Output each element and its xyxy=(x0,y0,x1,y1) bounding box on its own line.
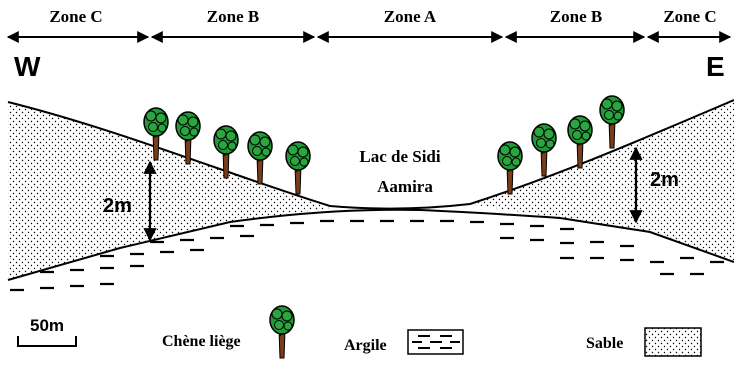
sand-layer-west xyxy=(8,102,330,280)
sand-layer-east xyxy=(470,100,734,262)
scale-bar-label: 50m xyxy=(30,316,64,335)
legend-sand-label: Sable xyxy=(586,335,623,352)
sand-pattern-icon xyxy=(644,327,702,357)
depth-label-west: 2m xyxy=(103,195,132,217)
zone-label-a: Zone A xyxy=(384,7,437,26)
legend-cork-oak-tree-icon xyxy=(269,305,295,359)
clay-layer xyxy=(10,219,724,292)
cork-oak-tree-icon xyxy=(531,123,557,177)
legend-clay-label: Argile xyxy=(344,337,387,354)
cork-oak-tree-icon xyxy=(285,141,311,195)
zone-label-b-east: Zone B xyxy=(550,7,602,26)
zone-label-b-west: Zone B xyxy=(207,7,259,26)
cork-oak-tree-icon xyxy=(247,131,273,185)
scale-bar: 50m xyxy=(17,316,77,347)
zone-label-c-west: Zone C xyxy=(49,7,102,26)
lake-label-line1: Lac de Sidi xyxy=(359,147,441,166)
zone-label-c-east: Zone C xyxy=(663,7,716,26)
west-label: W xyxy=(14,51,41,82)
lake-label-line2: Aamira xyxy=(377,177,433,196)
clay-pattern-icon xyxy=(407,329,464,355)
terrain-surface-line xyxy=(7,99,734,210)
cork-oak-tree-icon xyxy=(599,95,625,149)
legend-cork-oak-label: Chène liège xyxy=(162,333,241,350)
clay-top-line xyxy=(7,208,734,281)
east-label: E xyxy=(706,51,725,82)
cork-oak-tree-icon xyxy=(497,141,523,195)
depth-label-east: 2m xyxy=(650,169,679,191)
